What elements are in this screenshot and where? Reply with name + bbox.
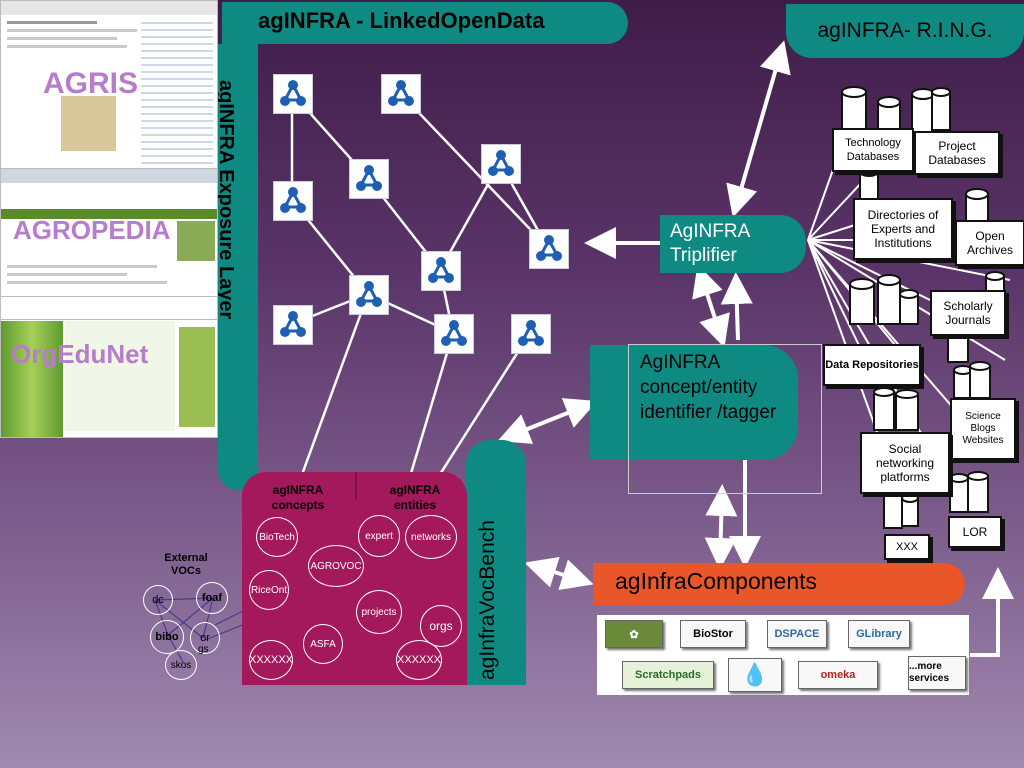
- lod-node: [349, 159, 389, 199]
- concept-agrovoc: AGROVOC: [308, 545, 364, 587]
- ext-voc-bibo: bibo: [150, 620, 184, 654]
- logo-green-tile: ✿: [605, 620, 663, 648]
- agropedia-image: [177, 221, 215, 261]
- logo-scratchpads: Scratchpads: [622, 661, 714, 689]
- leaf-icon: ✿: [629, 628, 639, 641]
- orgedunet-grass-image: [1, 321, 63, 437]
- logo-drupal: 💧: [728, 658, 782, 692]
- ext-voc-gs: gs: [198, 644, 209, 655]
- agropedia-label: AGROPEDIA: [13, 215, 171, 245]
- entities-label: agINFRA entities: [389, 483, 441, 512]
- lod-node: [273, 305, 313, 345]
- logo-biostor: BioStor: [680, 620, 746, 648]
- orgedunet-screenshot: OrgEduNet: [0, 296, 218, 438]
- text-line: [7, 37, 117, 40]
- source-directories: Directories of Experts and Institutions: [853, 198, 953, 260]
- lod-node: [273, 181, 313, 221]
- triplifier-box: [660, 215, 806, 273]
- lod-node: [421, 251, 461, 291]
- ext-voc-dc: dc: [143, 585, 173, 615]
- source-data-repositories: Data Repositories: [823, 344, 921, 386]
- ext-voc-foaf: foaf: [196, 582, 228, 614]
- logo-glibrary: GLibrary: [848, 620, 910, 648]
- components-bar: [593, 563, 965, 605]
- ext-voc-or: or: [190, 622, 220, 654]
- ring-title: agINFRA- R.I.N.G.: [786, 4, 1024, 58]
- lod-node: [481, 144, 521, 184]
- entity-projects: projects: [356, 590, 402, 634]
- triplifier-label: AgINFRA Triplifier: [670, 221, 750, 266]
- agris-screenshot: AGRIS: [0, 0, 218, 170]
- logo-omeka: omeka: [798, 661, 878, 689]
- source-project-databases: Project Databases: [914, 131, 1000, 175]
- concepts-label: agINFRA concepts: [271, 483, 325, 512]
- ext-voc-skos: skos: [165, 650, 197, 680]
- orgedunet-label: OrgEduNet: [11, 339, 149, 369]
- agropedia-screenshot: AGROPEDIA: [0, 168, 218, 298]
- text-line: [7, 21, 97, 24]
- logo-more-services: ...more services: [908, 656, 966, 690]
- vocbench-bar: [466, 440, 526, 685]
- agropedia-nav: [1, 209, 217, 219]
- source-technology-databases: Technology Databases: [832, 128, 914, 172]
- tagger-outline: [628, 344, 822, 494]
- source-social-networking: Social networking platforms: [860, 432, 950, 494]
- lod-node: [349, 275, 389, 315]
- orgedunet-right-image: [179, 327, 215, 427]
- drupal-drop-icon: 💧: [741, 662, 769, 687]
- entity-orgs: orgs: [420, 605, 462, 647]
- concept-biotech: BioTech: [256, 517, 298, 557]
- source-scholarly-journals: Scholarly Journals: [930, 290, 1006, 336]
- components-title: agInfraComponents: [615, 568, 818, 594]
- source-lor: LOR: [948, 516, 1002, 548]
- text-line: [7, 29, 137, 32]
- orgedunet-search-panel: [65, 321, 175, 431]
- agris-label: AGRIS: [43, 67, 139, 100]
- external-vocs-label: External VOCs: [164, 552, 208, 577]
- lod-node: [434, 314, 474, 354]
- vocab-panel-notch: [355, 472, 357, 500]
- lod-node: [511, 314, 551, 354]
- lod-frame-left: [218, 44, 258, 490]
- text-line: [7, 281, 167, 284]
- lod-frame-top: [222, 2, 628, 44]
- agris-map-thumb: [61, 96, 116, 151]
- text-line: [7, 265, 157, 268]
- agris-header-bar: [1, 1, 217, 15]
- tagger-box: [590, 345, 798, 460]
- browser-bar: [1, 169, 217, 183]
- vocbench-title: agInfraVocBench: [476, 520, 499, 680]
- source-open-archives: Open Archives: [955, 220, 1024, 266]
- logo-dspace: DSPACE: [767, 620, 827, 648]
- source-xxx: XXX: [884, 534, 930, 560]
- tagger-label: AgINFRA concept/entity identifier /tagge…: [640, 352, 777, 423]
- text-line: [7, 273, 127, 276]
- lod-title: agINFRA - LinkedOpenData: [258, 8, 545, 33]
- lod-node: [273, 74, 313, 114]
- entity-expert: expert: [358, 515, 400, 557]
- orgedunet-header: [1, 297, 217, 320]
- lod-node: [381, 74, 421, 114]
- agris-right-column: [141, 17, 213, 167]
- text-line: [7, 45, 127, 48]
- entity-networks: networks: [405, 515, 457, 559]
- concept-xxxxxx: XXXXXX: [249, 640, 293, 680]
- entity-xxxxxx: XXXXXX: [396, 640, 442, 680]
- lod-node: [529, 229, 569, 269]
- concept-asfa: ASFA: [303, 624, 343, 664]
- concept-riceont: RiceOnt: [249, 570, 289, 610]
- source-science-blogs: Science Blogs Websites: [950, 398, 1016, 460]
